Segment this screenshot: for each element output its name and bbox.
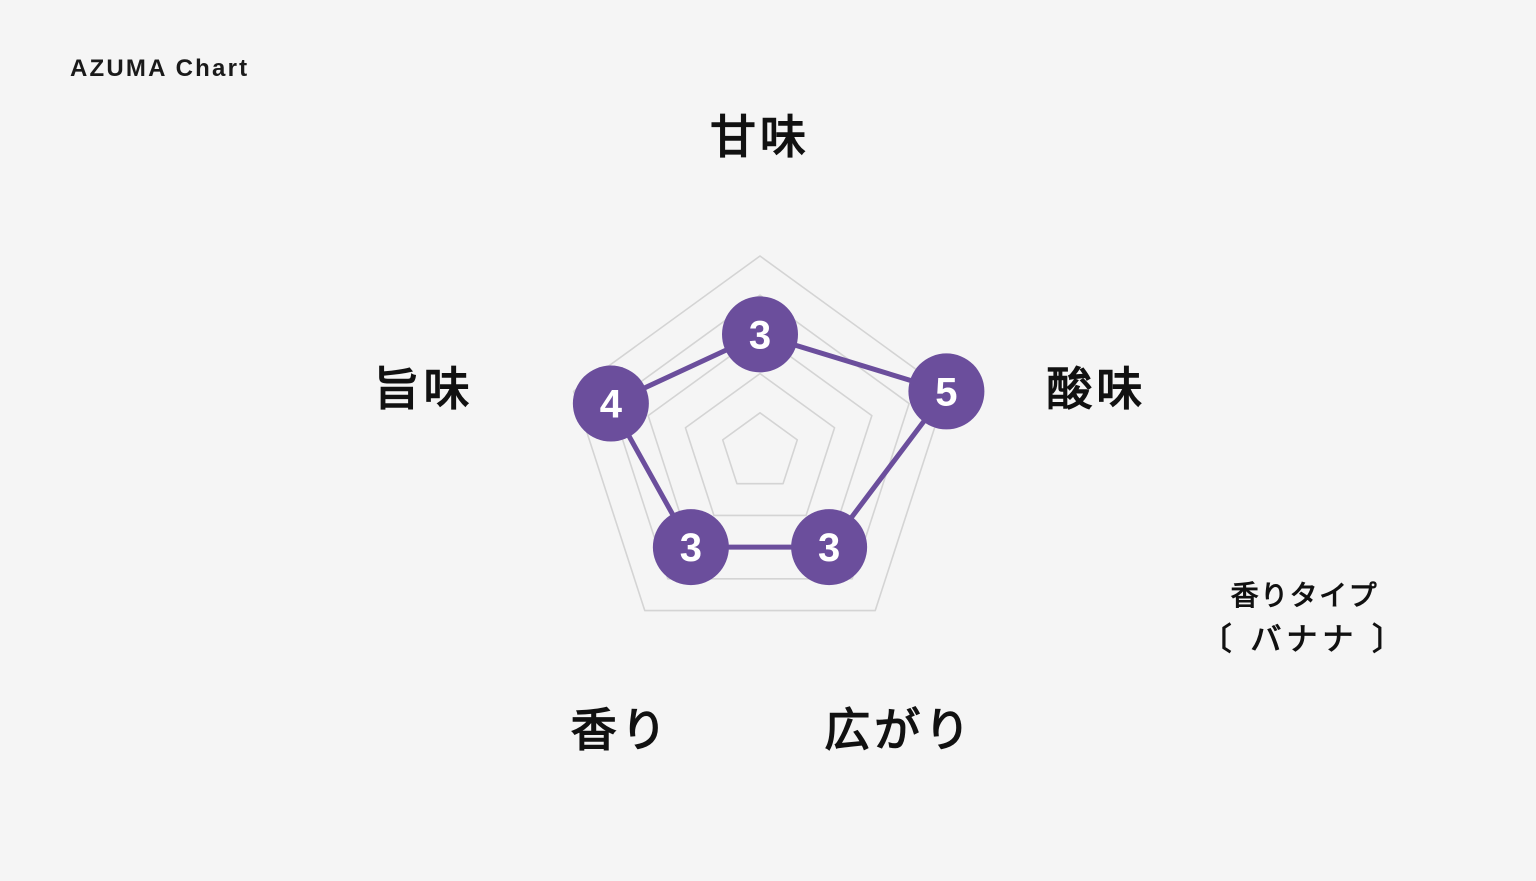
axis-label-spread: 広がり [824, 703, 975, 756]
value-badge-number: 3 [818, 526, 840, 570]
value-badge-circle [791, 509, 868, 586]
radar-ring [721, 411, 799, 485]
value-badge: 3 [722, 296, 798, 373]
radar-value-badges: 3 5 3 3 4 [572, 296, 985, 586]
value-badge-circle [572, 365, 649, 442]
value-badge-number: 3 [680, 526, 702, 570]
value-badge-number: 3 [749, 313, 771, 357]
axis-label-sweetness: 甘味 [710, 111, 810, 163]
value-badge: 5 [908, 353, 985, 430]
value-badge: 3 [791, 509, 868, 586]
page-title: AZUMA Chart [70, 55, 250, 82]
value-badge-circle [908, 353, 985, 430]
value-badge-number: 4 [600, 383, 623, 427]
axis-label-aroma: 香り [570, 703, 671, 756]
aroma-type-annotation: 香りタイプ 〔 バナナ 〕 [1201, 578, 1408, 661]
value-badge: 3 [652, 509, 729, 586]
aroma-type-value: 〔 バナナ 〕 [1200, 622, 1408, 657]
aroma-type-label: 香りタイプ [1230, 580, 1379, 611]
value-badge-circle [722, 296, 798, 373]
value-badge-number: 5 [935, 370, 957, 414]
axis-label-acidity: 酸味 [1046, 363, 1147, 416]
value-badge-circle [652, 509, 729, 586]
axis-label-umami: 旨味 [373, 363, 474, 416]
value-badge: 4 [572, 365, 649, 442]
radar-ring [684, 372, 836, 517]
